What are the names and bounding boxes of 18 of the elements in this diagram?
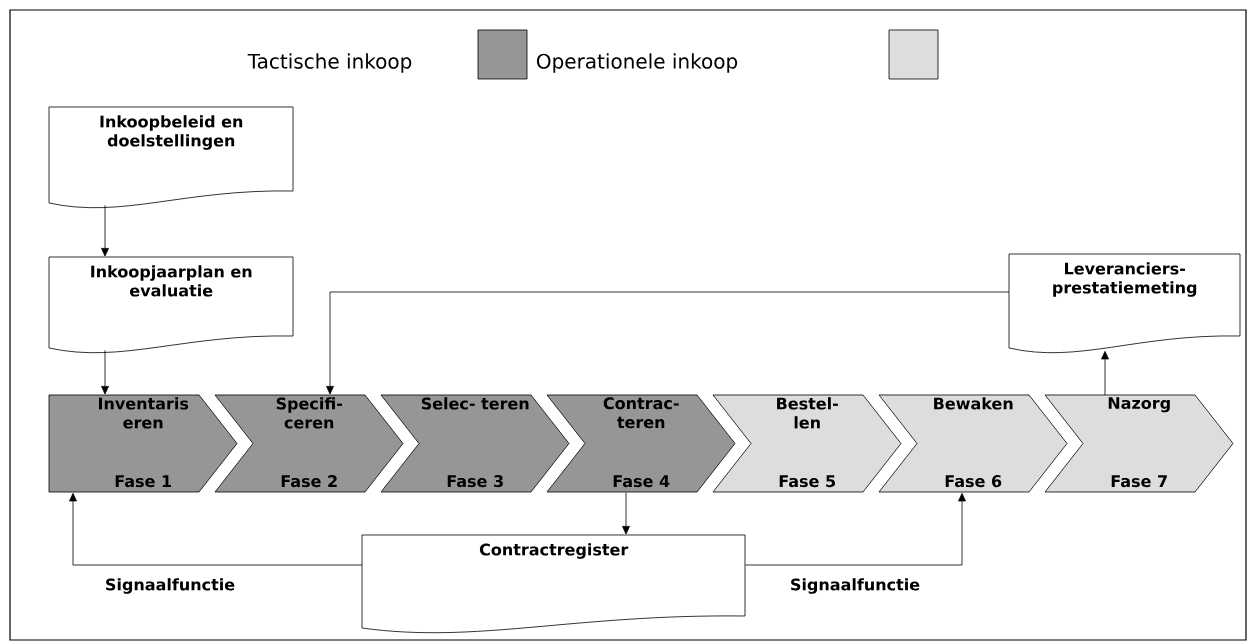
arrow: [69, 493, 363, 566]
edge-label: Signaalfunctie: [103, 577, 237, 595]
process-step: Specifi- ceren Fase 2: [214, 394, 404, 493]
process-step: Selec- teren Fase 3: [380, 394, 570, 493]
edge-label: Signaalfunctie: [788, 577, 922, 595]
arrow: [101, 350, 109, 395]
arrow: [622, 492, 630, 535]
process-step: Bestel- len Fase 5: [712, 394, 902, 493]
process-step: Inventaris eren Fase 1: [48, 394, 238, 493]
legend-label: Operationele inkoop: [537, 53, 738, 73]
process-step: Nazorg Fase 7: [1044, 394, 1234, 493]
process-step: Bewaken Fase 6: [878, 394, 1068, 493]
arrow: [1101, 351, 1109, 396]
arrow: [745, 493, 966, 566]
arrow: [101, 205, 109, 257]
legend-label: Tactische inkoop: [247, 53, 412, 73]
arrow: [326, 291, 1010, 395]
process-step: Contrac- teren Fase 4: [546, 394, 736, 493]
